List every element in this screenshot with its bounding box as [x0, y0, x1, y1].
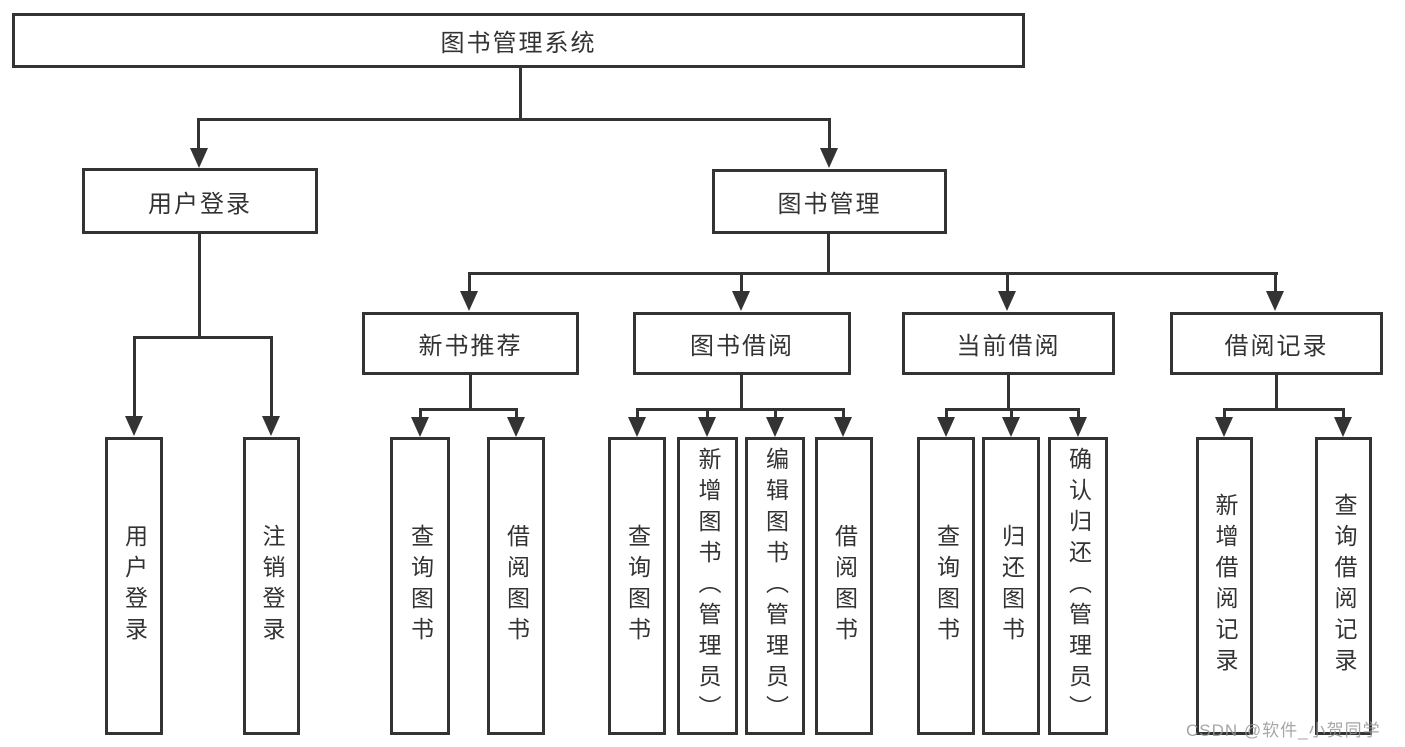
- arrowhead: [732, 291, 750, 311]
- connector-line: [519, 68, 522, 118]
- csdn-watermark: CSDN @软件_小贺同学: [1186, 721, 1381, 740]
- node-user-login: 用户登录: [82, 168, 318, 234]
- leaf-query-books-2: 查询图书: [608, 437, 666, 735]
- leaf-add-books-admin-label: 新增图书（管理员）: [695, 446, 721, 726]
- leaf-logout: 注销登录: [243, 437, 300, 735]
- connector-line: [515, 408, 518, 420]
- leaf-user-login-label: 用户登录: [121, 524, 148, 648]
- connector-line: [945, 408, 948, 420]
- arrowhead: [460, 291, 478, 311]
- arrowhead: [937, 417, 955, 437]
- leaf-query-books-3-label: 查询图书: [933, 524, 960, 648]
- connector-line: [740, 375, 743, 408]
- connector-line: [1223, 408, 1226, 420]
- node-current-borrowing-label: 当前借阅: [956, 333, 1061, 360]
- node-new-book-recommend-label: 新书推荐: [418, 333, 523, 360]
- connector-line: [270, 336, 273, 417]
- connector-line: [419, 408, 518, 411]
- node-borrow-records: 借阅记录: [1170, 312, 1383, 375]
- arrowhead: [1215, 417, 1233, 437]
- connector-line: [636, 408, 845, 411]
- arrowhead: [1334, 417, 1352, 437]
- node-root: 图书管理系统: [12, 13, 1025, 68]
- node-user-login-label: 用户登录: [148, 190, 252, 218]
- leaf-return-books: 归还图书: [982, 437, 1040, 735]
- connector-line: [1274, 272, 1277, 293]
- leaf-user-login: 用户登录: [105, 437, 163, 735]
- leaf-query-borrow-record: 查询借阅记录: [1315, 437, 1372, 735]
- arrowhead: [834, 417, 852, 437]
- node-book-borrowing-label: 图书借阅: [690, 333, 794, 360]
- arrowhead: [1069, 417, 1087, 437]
- connector-line: [1006, 272, 1009, 293]
- arrowhead: [411, 417, 429, 437]
- node-borrow-records-label: 借阅记录: [1224, 333, 1329, 360]
- arrowhead: [820, 148, 838, 168]
- leaf-confirm-return-admin-label: 确认归还（管理员）: [1065, 446, 1092, 726]
- leaf-borrow-books-1-label: 借阅图书: [503, 524, 530, 648]
- leaf-confirm-return-admin: 确认归还（管理员）: [1048, 437, 1108, 735]
- leaf-edit-books-admin: 编辑图书（管理员）: [745, 437, 805, 735]
- arrowhead: [766, 417, 784, 437]
- connector-line: [197, 118, 831, 121]
- leaf-add-books-admin: 新增图书（管理员）: [677, 437, 738, 735]
- leaf-logout-label: 注销登录: [259, 524, 285, 648]
- connector-line: [469, 375, 472, 408]
- connector-line: [197, 118, 200, 150]
- connector-line: [133, 336, 273, 339]
- leaf-borrow-books-2-label: 借阅图书: [831, 524, 858, 648]
- connector-line: [468, 272, 471, 293]
- leaf-borrow-books-2: 借阅图书: [815, 437, 873, 735]
- connector-line: [1077, 408, 1080, 420]
- connector-line: [1010, 408, 1013, 420]
- leaf-borrow-books-1: 借阅图书: [487, 437, 545, 735]
- arrowhead: [190, 148, 208, 168]
- connector-line: [706, 408, 709, 420]
- connector-line: [1342, 408, 1345, 420]
- connector-line: [774, 408, 777, 420]
- node-book-management: 图书管理: [712, 169, 947, 234]
- leaf-query-books-2-label: 查询图书: [624, 524, 651, 648]
- leaf-query-books-1-label: 查询图书: [407, 524, 434, 648]
- connector-line: [827, 234, 830, 272]
- node-book-management-label: 图书管理: [777, 191, 882, 218]
- connector-line: [419, 408, 422, 420]
- connector-line: [133, 336, 136, 417]
- connector-line: [740, 272, 743, 293]
- arrowhead: [1266, 291, 1284, 311]
- arrowhead: [698, 417, 716, 437]
- node-new-book-recommend: 新书推荐: [362, 312, 579, 375]
- leaf-query-books-1: 查询图书: [390, 437, 450, 735]
- arrowhead: [507, 417, 525, 437]
- node-root-label: 图书管理系统: [440, 30, 597, 57]
- arrowhead: [1002, 417, 1020, 437]
- leaf-add-borrow-record: 新增借阅记录: [1196, 437, 1253, 735]
- node-book-borrowing: 图书借阅: [633, 312, 851, 375]
- connector-line: [198, 234, 201, 336]
- connector-line: [842, 408, 845, 420]
- arrowhead: [998, 291, 1016, 311]
- connector-line: [1007, 375, 1010, 408]
- connector-line: [468, 272, 1278, 275]
- arrowhead: [262, 416, 280, 436]
- leaf-edit-books-admin-label: 编辑图书（管理员）: [762, 446, 789, 726]
- leaf-query-borrow-record-label: 查询借阅记录: [1331, 493, 1357, 679]
- leaf-add-borrow-record-label: 新增借阅记录: [1212, 493, 1238, 679]
- arrowhead: [125, 416, 143, 436]
- connector-line: [1223, 408, 1345, 411]
- arrowhead: [628, 417, 646, 437]
- leaf-return-books-label: 归还图书: [998, 524, 1025, 648]
- leaf-query-books-3: 查询图书: [917, 437, 975, 735]
- connector-line: [636, 408, 639, 420]
- node-current-borrowing: 当前借阅: [902, 312, 1115, 375]
- connector-line: [1275, 375, 1278, 408]
- connector-line: [828, 118, 831, 150]
